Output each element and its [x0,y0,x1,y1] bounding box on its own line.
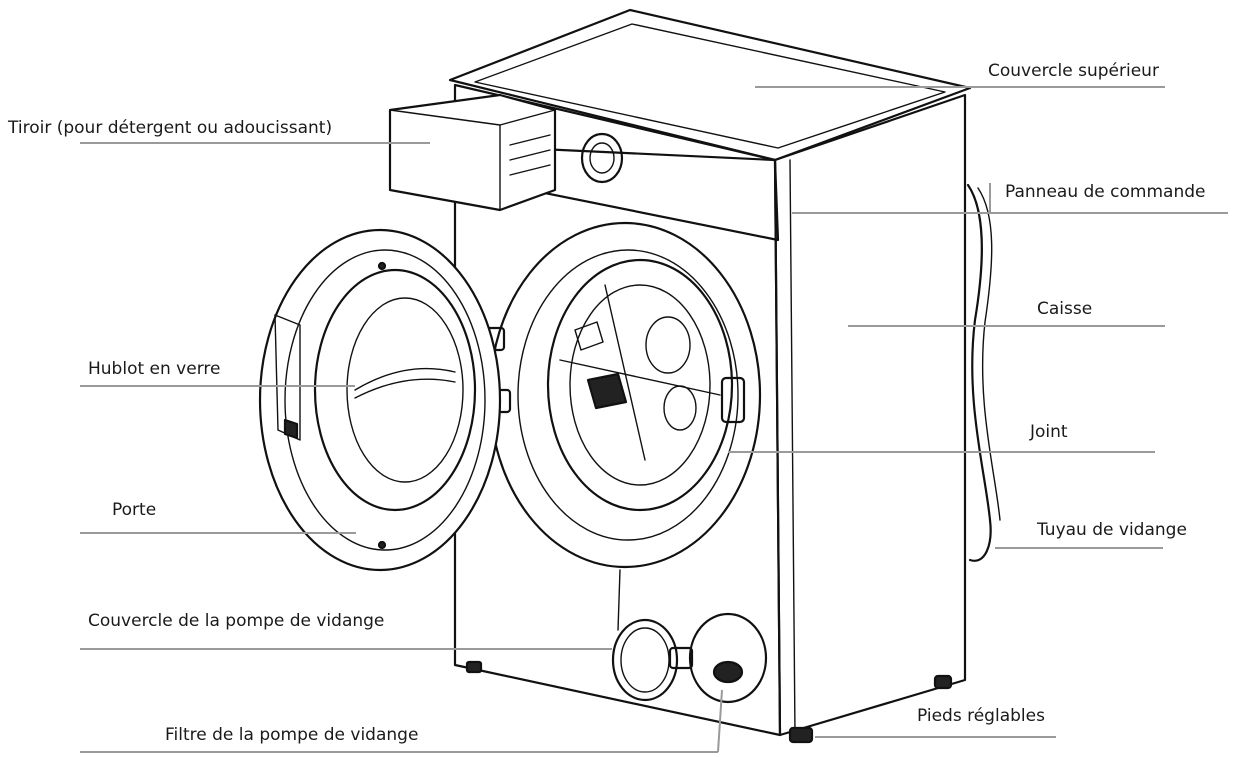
label-couvercle-superieur: Couvercle supérieur [988,61,1159,81]
label-tiroir: Tiroir (pour détergent ou adoucissant) [8,118,333,138]
label-pieds-reglables: Pieds réglables [917,706,1045,726]
label-couvercle-pompe: Couvercle de la pompe de vidange [88,611,385,631]
label-caisse: Caisse [1037,299,1093,319]
leader-filtre-up [717,689,723,753]
label-tuyau-de-vidange: Tuyau de vidange [1037,520,1187,540]
label-joint: Joint [1030,422,1068,442]
label-hublot-en-verre: Hublot en verre [88,359,221,379]
label-filtre-pompe: Filtre de la pompe de vidange [165,725,419,745]
label-porte: Porte [112,500,157,520]
label-panneau-de-commande: Panneau de commande [1005,182,1206,202]
